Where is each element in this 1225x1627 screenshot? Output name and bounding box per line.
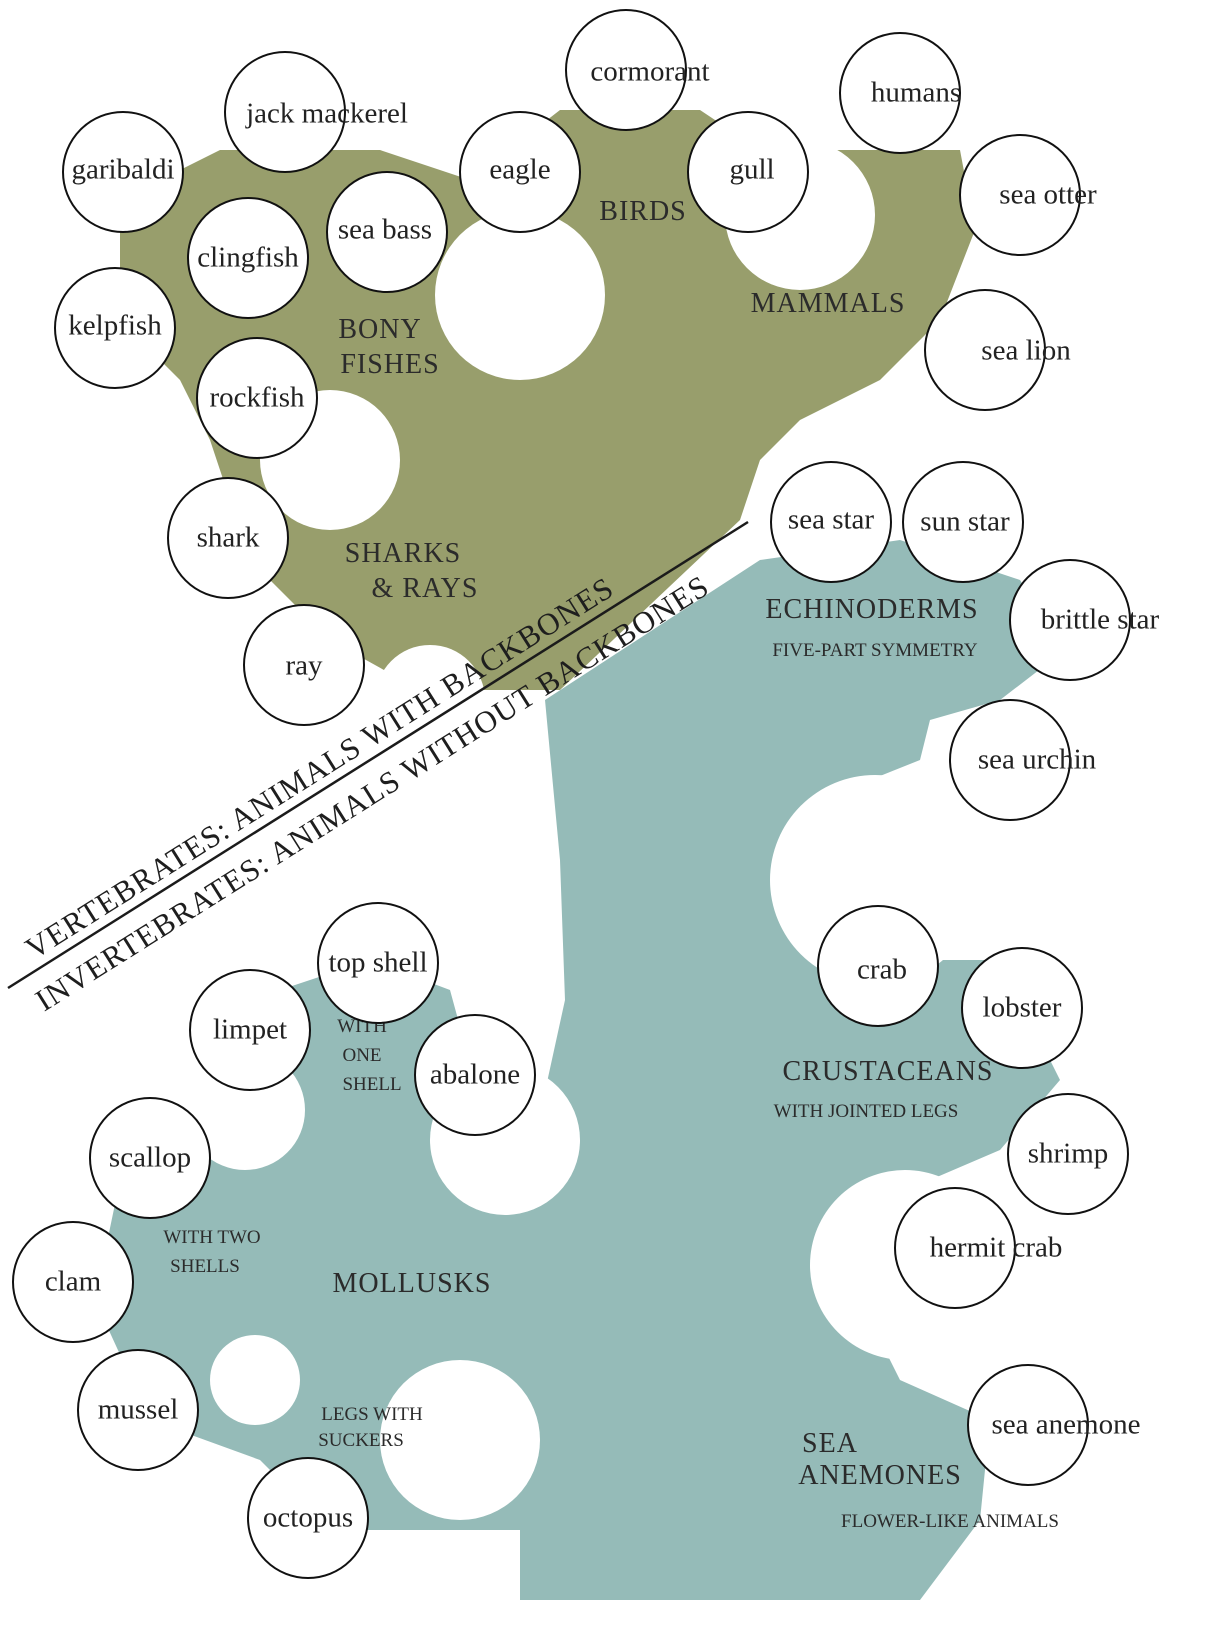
leaf-clingfish: clingfish [188,198,308,318]
leaf-label: rockfish [209,382,305,414]
group-sea-anemones-sub: FLOWER-LIKE ANIMALS [841,1511,1059,1532]
group-crustaceans: CRUSTACEANS [782,1056,993,1087]
leaf-rockfish: rockfish [197,338,317,458]
leaf-sun-star: sun star [903,462,1023,582]
leaf-shrimp: shrimp [1008,1094,1128,1214]
group-crustaceans-sub: WITH JOINTED LEGS [774,1101,959,1122]
leaf-label: hermit crab [930,1232,1063,1264]
leaf-kelpfish: kelpfish [55,268,175,388]
leaf-label: octopus [263,1502,353,1534]
leaf-sea-anemone: sea anemone [968,1365,1140,1485]
leaf-brittle-star: brittle star [1010,560,1160,680]
leaf-humans: humans [840,33,961,153]
leaf-garibaldi: garibaldi [63,112,183,232]
leaf-top-shell: top shell [318,903,438,1023]
leaf-label: brittle star [1041,604,1160,636]
leaf-mussel: mussel [78,1350,198,1470]
leaf-label: sea otter [999,179,1097,211]
leaf-label: lobster [983,992,1062,1024]
leaf-label: sea urchin [978,744,1097,776]
leaf-label: crab [857,954,907,986]
group-two-shells-line1: WITH TWO [163,1227,260,1248]
leaf-shark: shark [168,478,288,598]
leaf-crab: crab [818,906,938,1026]
leaf-limpet: limpet [190,970,310,1090]
leaf-octopus: octopus [248,1458,368,1578]
group-sea-anemones-line2: ANEMONES [798,1460,962,1491]
leaf-label: humans [871,77,961,109]
group-sea-anemones-line1: SEA [802,1428,858,1459]
group-bony-fishes-line1: BONY [338,314,421,345]
leaf-clam: clam [13,1222,133,1342]
leaf-label: scallop [109,1142,191,1174]
group-mollusks: MOLLUSKS [333,1268,492,1299]
group-one-shell-line3: SHELL [342,1074,401,1095]
leaf-label: jack mackerel [245,98,408,130]
group-suckers-line1: LEGS WITH [321,1404,423,1425]
leaf-ray: ray [244,605,364,725]
leaf-label: sea star [788,504,874,536]
leaf-label: sea bass [338,214,432,246]
leaf-label: kelpfish [68,310,162,342]
leaf-label: sea lion [981,335,1071,367]
leaf-eagle: eagle [460,112,580,232]
leaf-label: sun star [920,506,1010,538]
group-echinoderms: ECHINODERMS [765,594,978,625]
leaf-label: ray [285,650,323,682]
leaf-label: clingfish [197,242,299,274]
leaf-lobster: lobster [962,948,1082,1068]
group-sharks-rays-line2: & RAYS [372,573,479,604]
leaf-label: mussel [98,1394,179,1426]
leaf-label: limpet [213,1014,287,1046]
leaf-label: abalone [430,1059,520,1091]
leaf-label: eagle [489,154,550,186]
leaf-sea-bass: sea bass [327,172,447,292]
leaf-label: garibaldi [71,154,174,186]
group-mammals: MAMMALS [751,288,906,319]
leaf-label: cormorant [590,56,709,88]
leaf-sea-star: sea star [771,462,891,582]
leaf-label: top shell [328,947,427,979]
group-suckers-line2: SUCKERS [318,1430,404,1451]
leaf-scallop: scallop [90,1098,210,1218]
leaf-sea-lion: sea lion [925,290,1071,410]
leaf-label: shrimp [1028,1138,1109,1170]
group-birds: BIRDS [599,196,686,227]
leaf-label: shark [197,522,260,554]
leaf-abalone: abalone [415,1015,535,1135]
leaf-sea-urchin: sea urchin [950,700,1097,820]
leaf-label: gull [729,154,774,186]
group-bony-fishes-line2: FISHES [340,349,439,380]
group-sharks-rays-line1: SHARKS [345,538,461,569]
leaf-gull: gull [688,112,808,232]
group-one-shell-line2: ONE [342,1045,381,1066]
group-two-shells-line2: SHELLS [170,1256,240,1277]
leaf-label: clam [45,1266,102,1298]
leaf-label: sea anemone [992,1409,1141,1441]
leaf-sea-otter: sea otter [960,135,1097,255]
group-echinoderms-sub: FIVE-PART SYMMETRY [772,640,978,661]
